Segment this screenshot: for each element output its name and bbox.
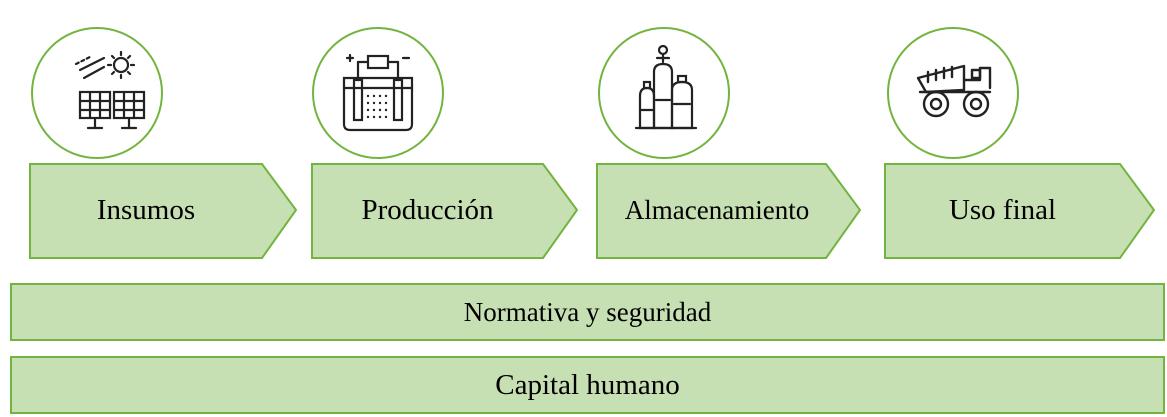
chevron-almacenamiento (596, 163, 862, 259)
solar-panel-sun-icon (74, 50, 146, 130)
stage-label-uso-final: Uso final (948, 194, 1057, 226)
chevron-produccion (311, 163, 579, 259)
chevron-insumos (29, 163, 298, 259)
circle-almacenamiento (598, 27, 730, 159)
capital-humano-bar: Capital humano (10, 356, 1165, 414)
electrolyzer-icon (342, 53, 414, 132)
mining-truck-icon (916, 64, 992, 118)
circle-produccion (312, 27, 444, 159)
stage-label-insumos: Insumos (96, 194, 196, 226)
chevron-uso-final (884, 163, 1156, 259)
normativa-seguridad-label: Normativa y seguridad (463, 297, 712, 327)
stage-label-almacenamiento: Almacenamiento (624, 195, 810, 225)
capital-humano-label: Capital humano (495, 369, 680, 401)
gas-cylinders-icon (634, 44, 698, 130)
stage-label-produccion: Producción (361, 194, 494, 226)
normativa-seguridad-bar: Normativa y seguridad (10, 283, 1165, 341)
